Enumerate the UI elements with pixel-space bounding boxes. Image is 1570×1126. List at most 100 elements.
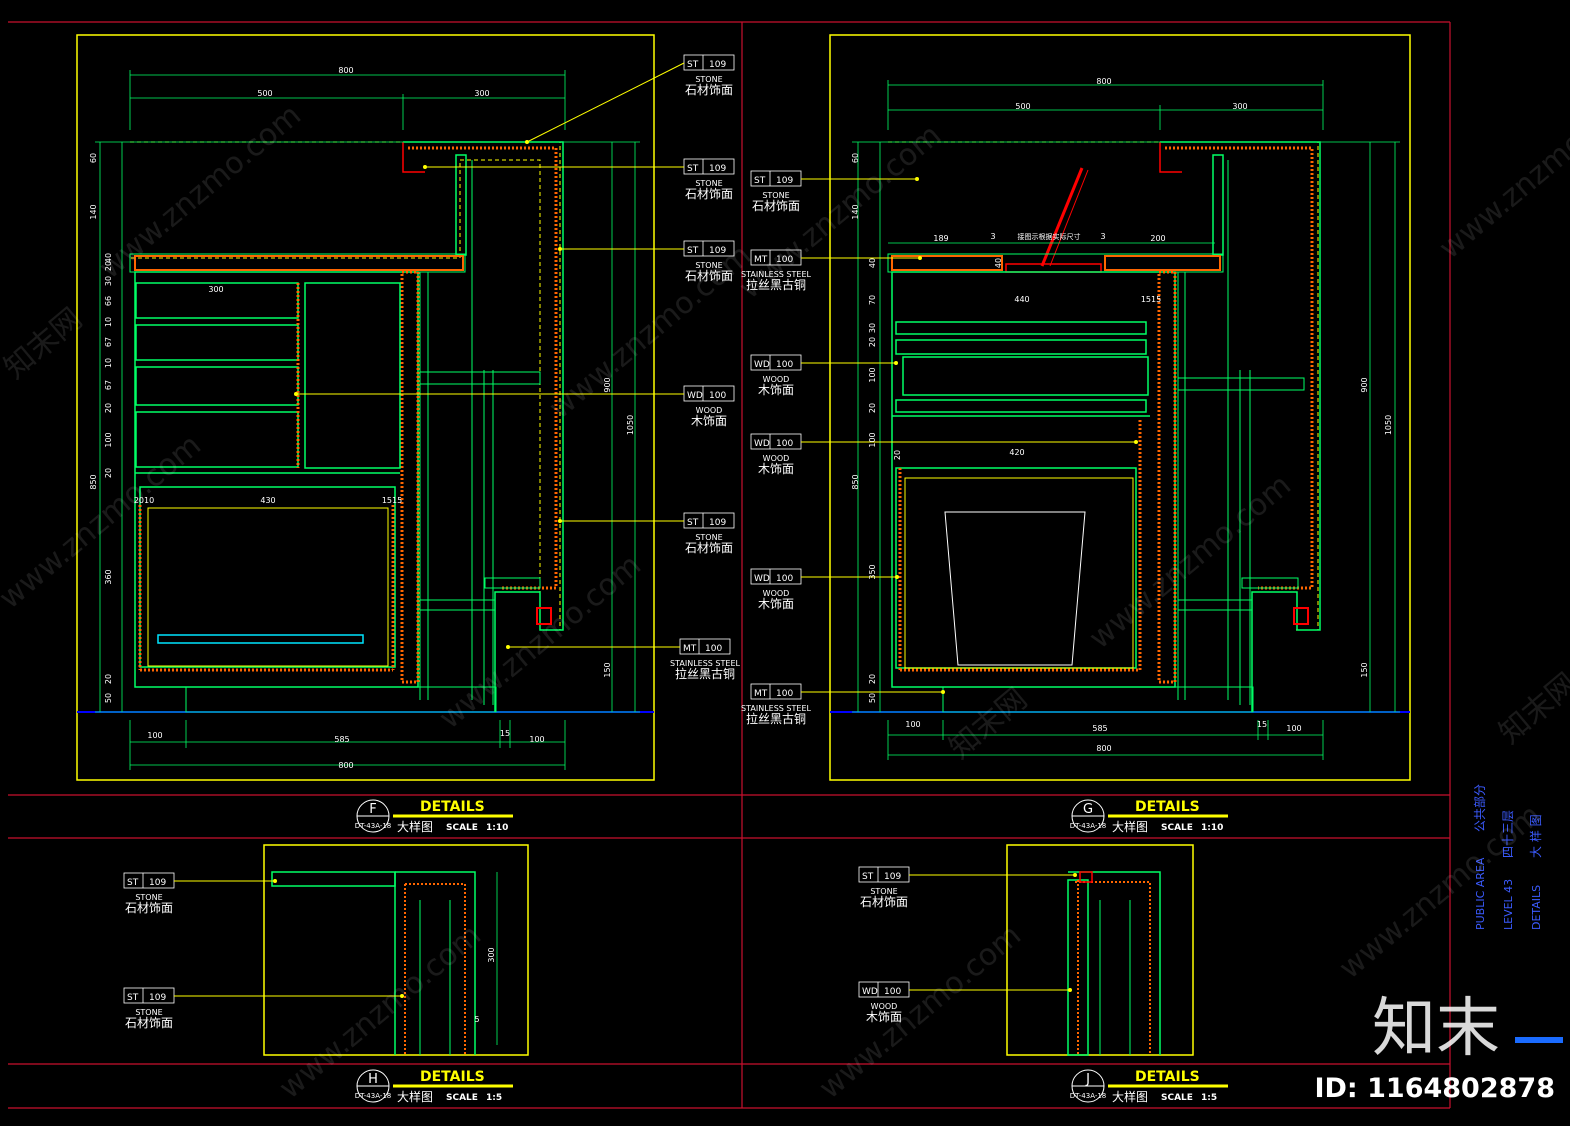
dimension-text: 10 bbox=[104, 358, 113, 368]
dimension-text: 40 bbox=[994, 258, 1003, 268]
detail-subtitle: 大样图 bbox=[1112, 1089, 1148, 1104]
tag-en: STONE bbox=[135, 1008, 162, 1017]
dimension-text: 66 bbox=[104, 296, 113, 306]
tag-number: 109 bbox=[709, 164, 726, 174]
tag-en: STAINLESS STEEL bbox=[741, 270, 811, 279]
detail-id: J bbox=[1085, 1072, 1090, 1087]
tag-cn: 木饰面 bbox=[691, 414, 727, 428]
dimension-text: 850 bbox=[851, 474, 860, 489]
dimension-text: 300 bbox=[1232, 102, 1247, 111]
dimension-text: 1050 bbox=[626, 415, 635, 435]
tag-number: 109 bbox=[709, 60, 726, 70]
dimension-text: 40 bbox=[104, 253, 113, 263]
dimension-text: 67 bbox=[104, 380, 113, 390]
tag-cn: 拉丝黑古铜 bbox=[675, 666, 735, 681]
scale-label: SCALE bbox=[446, 823, 478, 833]
dimension-text: 20 bbox=[104, 261, 113, 271]
dimension-text: 20 bbox=[868, 403, 877, 413]
dimension-text: 900 bbox=[603, 377, 612, 392]
detail-title: DETAILS bbox=[1135, 799, 1200, 815]
dimension-text: 850 bbox=[89, 474, 98, 489]
tag-code: ST bbox=[862, 872, 874, 882]
tag-code: WD bbox=[754, 439, 770, 449]
tag-cn: 木饰面 bbox=[866, 1010, 902, 1024]
dimension-text: 1050 bbox=[1384, 415, 1393, 435]
watermark-site-5: www.znzmo.com bbox=[433, 548, 648, 737]
tag-number: 109 bbox=[884, 872, 901, 882]
tag-code: ST bbox=[754, 176, 766, 186]
scale-label: SCALE bbox=[446, 1093, 478, 1103]
scale-label: SCALE bbox=[1161, 823, 1193, 833]
dimension-text: 40 bbox=[868, 258, 877, 268]
tag-number: 109 bbox=[149, 878, 166, 888]
tag-cn: 石材饰面 bbox=[685, 541, 733, 555]
dimension-text: 20 bbox=[104, 403, 113, 413]
title-level-en: LEVEL 43 bbox=[1502, 879, 1515, 930]
dimension-text: 440 bbox=[1014, 295, 1029, 304]
tag-cn: 木饰面 bbox=[758, 462, 794, 476]
tag-code: WD bbox=[754, 360, 770, 370]
dimension-text: 200 bbox=[1150, 234, 1165, 243]
detail-f bbox=[76, 34, 655, 781]
tag-cn: 石材饰面 bbox=[685, 187, 733, 201]
tag-code: ST bbox=[127, 993, 139, 1003]
tag-en: STONE bbox=[870, 887, 897, 896]
dimension-text: 150 bbox=[1360, 662, 1369, 677]
dimension-text: 50 bbox=[104, 693, 113, 703]
detail-title: DETAILS bbox=[420, 1069, 485, 1085]
dimension-text: 140 bbox=[89, 204, 98, 219]
dimension-text: 150 bbox=[603, 662, 612, 677]
leader-dot bbox=[400, 994, 404, 998]
tag-cn: 石材饰面 bbox=[685, 269, 733, 283]
tag-cn: 石材饰面 bbox=[685, 83, 733, 97]
dimension-text: 1515 bbox=[382, 496, 402, 505]
tag-number: 109 bbox=[709, 518, 726, 528]
dimension-text: 800 bbox=[338, 66, 353, 75]
leader-dot bbox=[895, 575, 899, 579]
tag-en: STAINLESS STEEL bbox=[670, 659, 740, 668]
leader-dot bbox=[915, 177, 919, 181]
dimension-text: 300 bbox=[208, 285, 223, 294]
leader-dot bbox=[1068, 988, 1072, 992]
dimension-text: 20 bbox=[893, 450, 902, 460]
logo-bar bbox=[1515, 1037, 1563, 1043]
dimension-text: 800 bbox=[338, 761, 353, 770]
dimension-text: 70 bbox=[868, 295, 877, 305]
detail-title: DETAILS bbox=[420, 799, 485, 815]
title-block: PUBLIC AREA 公共部分 LEVEL 43 四十三层 DETAILS 大… bbox=[1472, 784, 1543, 930]
dimension-text: 60 bbox=[851, 153, 860, 163]
dimension-text: 100 bbox=[104, 432, 113, 447]
dimension-text: 1515 bbox=[1141, 295, 1161, 304]
tag-en: STONE bbox=[135, 893, 162, 902]
scale-value: 1:10 bbox=[1201, 823, 1223, 833]
dimension-text: 585 bbox=[1092, 724, 1107, 733]
detail-g bbox=[829, 34, 1411, 781]
tag-en: STONE bbox=[762, 191, 789, 200]
dimension-text: 360 bbox=[104, 569, 113, 584]
dimension-text: 100 bbox=[868, 367, 877, 382]
tag-code: MT bbox=[754, 689, 768, 699]
leader-dot bbox=[918, 256, 922, 260]
dimension-text: 140 bbox=[851, 204, 860, 219]
watermark-id: ID: 1164802878 bbox=[1314, 1073, 1555, 1104]
tag-cn: 石材饰面 bbox=[125, 901, 173, 915]
tag-number: 100 bbox=[884, 987, 901, 997]
watermark-logo: 知末 bbox=[1372, 992, 1500, 1066]
dimension-text: 100 bbox=[1286, 724, 1301, 733]
tag-en: STONE bbox=[695, 75, 722, 84]
leader-dot bbox=[558, 247, 562, 251]
tag-number: 100 bbox=[705, 644, 722, 654]
dimension-text: 500 bbox=[257, 89, 272, 98]
leader-dot bbox=[894, 361, 898, 365]
dimension-text: 189 bbox=[933, 234, 948, 243]
